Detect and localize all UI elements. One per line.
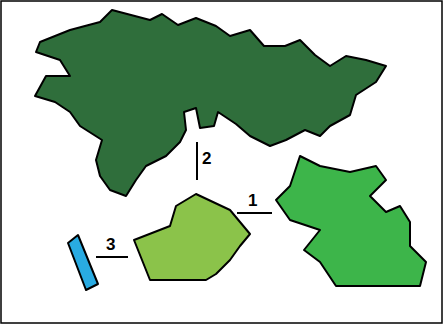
right-green-region xyxy=(276,156,426,286)
leader-line xyxy=(96,256,128,258)
callout-number: 1 xyxy=(248,192,257,209)
leader-line xyxy=(237,212,272,214)
leader-line xyxy=(196,142,198,180)
blue-sliver xyxy=(68,235,98,290)
callout-number: 2 xyxy=(202,150,211,167)
callout-number: 3 xyxy=(106,236,115,253)
light-green-region xyxy=(134,194,250,280)
